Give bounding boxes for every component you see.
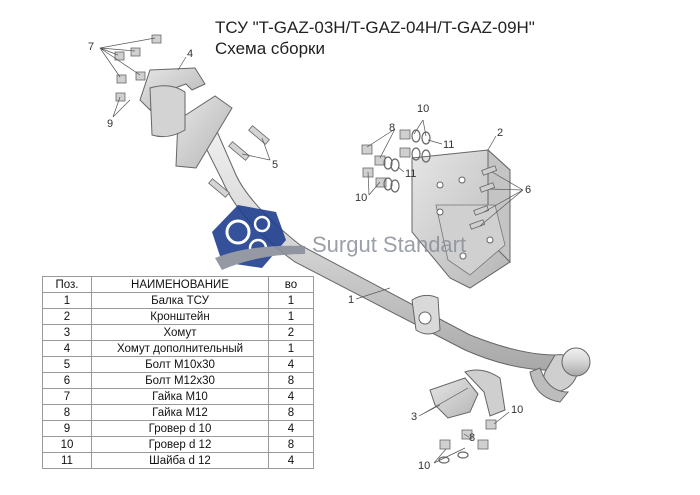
extra-clamp [139, 67, 206, 138]
row-position: 10 [42, 436, 92, 453]
row-quantity: 4 [268, 452, 314, 469]
header-position: Поз. [42, 276, 92, 293]
lower-clamp [429, 369, 506, 419]
row-position: 8 [42, 404, 92, 421]
callout-10-mid: 10 [355, 192, 367, 204]
row-quantity: 1 [268, 340, 314, 357]
bolts-m10 [208, 125, 270, 198]
watermark-logo [212, 205, 305, 270]
callout-10-low: 10 [511, 404, 523, 416]
row-name: Балка ТСУ [91, 292, 269, 309]
callout-3: 3 [411, 411, 417, 423]
row-quantity: 8 [268, 404, 314, 421]
row-quantity: 4 [268, 356, 314, 373]
row-name: Шайба d 12 [91, 452, 269, 469]
gear-icon-small [253, 215, 271, 233]
callout-9: 9 [107, 118, 113, 130]
washers [383, 129, 469, 464]
row-position: 5 [42, 356, 92, 373]
header-name: НАИМЕНОВАНИЕ [91, 276, 269, 293]
diagram-title: ТСУ "T-GAZ-03H/T-GAZ-04H/T-GAZ-09H" [215, 18, 535, 37]
row-position: 3 [42, 324, 92, 341]
callout-5: 5 [272, 159, 278, 171]
row-position: 9 [42, 420, 92, 437]
bolts-m12 [469, 165, 498, 230]
callout-11-mid: 11 [405, 168, 416, 180]
row-quantity: 1 [268, 308, 314, 325]
callout-7: 7 [88, 41, 94, 53]
row-quantity: 8 [268, 372, 314, 389]
row-name: Гровер d 10 [91, 420, 269, 437]
row-name: Болт М10х30 [91, 356, 269, 373]
row-name: Болт М12х30 [91, 372, 269, 389]
parts-table-header: Поз. НАИМЕНОВАНИЕ во [42, 276, 314, 293]
swoosh-icon [215, 245, 305, 270]
gear-icon [225, 219, 251, 245]
callout-10-bottom: 10 [418, 460, 430, 472]
row-name: Гайка М10 [91, 388, 269, 405]
row-quantity: 1 [268, 292, 314, 309]
callout-2: 2 [497, 127, 503, 139]
row-position: 2 [42, 308, 92, 325]
row-quantity: 8 [268, 436, 314, 453]
header-quantity: во [268, 276, 314, 293]
diagram-subtitle: Схема сборки [215, 39, 325, 58]
side-bracket [411, 148, 511, 289]
row-quantity: 2 [268, 324, 314, 341]
row-position: 11 [42, 452, 92, 469]
callout-6: 6 [525, 184, 531, 196]
callout-11-top: 11 [443, 139, 454, 151]
callout-leaders [99, 37, 524, 464]
row-name: Гровер d 12 [91, 436, 269, 453]
nuts-m10 [114, 34, 162, 102]
row-position: 7 [42, 388, 92, 405]
row-position: 4 [42, 340, 92, 357]
callout-10-top: 10 [417, 103, 429, 115]
callout-4: 4 [187, 48, 193, 60]
tow-ball [561, 347, 591, 377]
row-name: Гайка М12 [91, 404, 269, 421]
row-position: 6 [42, 372, 92, 389]
callout-8-low: 8 [469, 432, 475, 444]
callout-8: 8 [389, 122, 395, 134]
nuts-m12 [361, 129, 497, 450]
watermark-text: Surgut Standart [312, 232, 467, 257]
row-name: Хомут дополнительный [91, 340, 269, 357]
callout-1: 1 [348, 294, 354, 306]
row-quantity: 4 [268, 420, 314, 437]
row-name: Кронштейн [91, 308, 269, 325]
beam-mount-plate [175, 95, 233, 169]
row-name: Хомут [91, 324, 269, 341]
tow-beam [175, 95, 591, 403]
row-quantity: 4 [268, 388, 314, 405]
row-position: 1 [42, 292, 92, 309]
